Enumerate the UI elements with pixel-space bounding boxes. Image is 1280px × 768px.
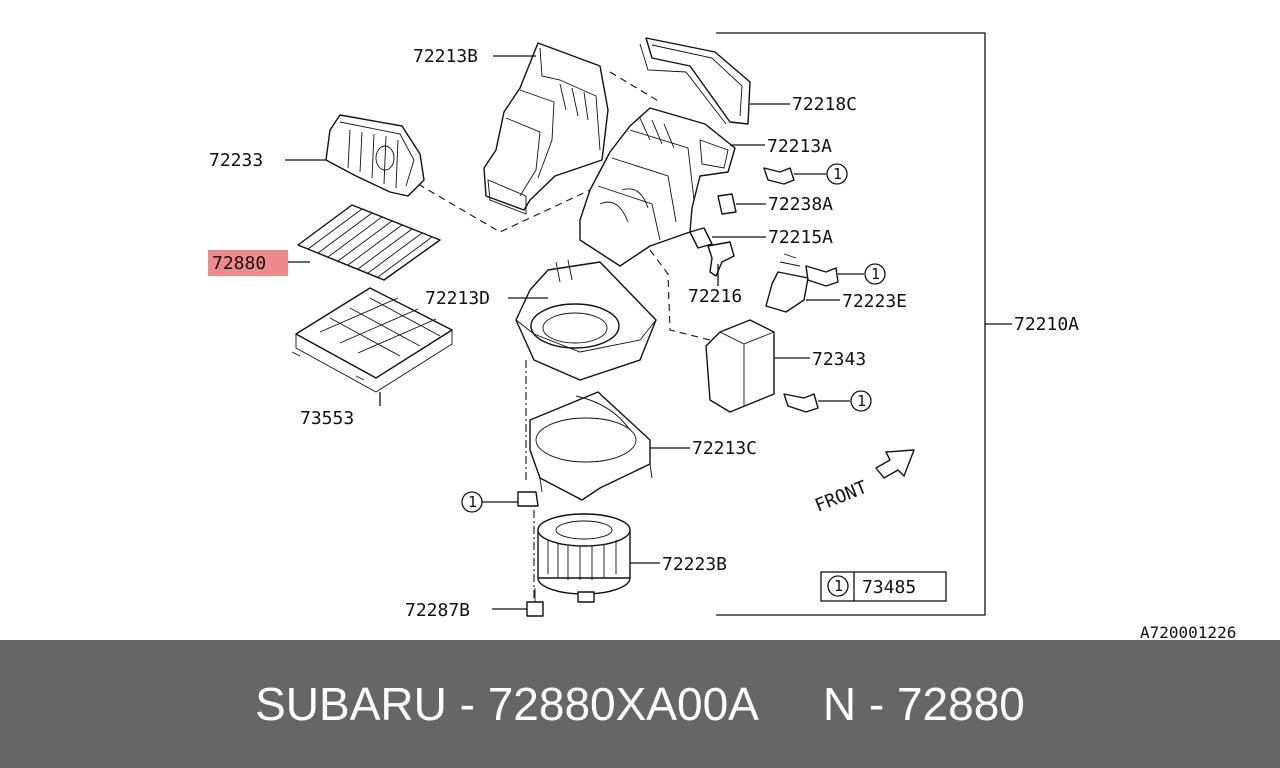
part-73553-tray: [291, 287, 453, 393]
label-72238A: 72238A: [768, 194, 833, 215]
assembly-line-upper: [609, 71, 661, 103]
centre-line-blower: [525, 360, 535, 600]
ref-circle-1-left: 1: [468, 493, 477, 511]
assembly-line-regulator: [649, 249, 711, 341]
label-73553: 73553: [300, 408, 354, 429]
ref-circle-1-lower: 1: [857, 392, 866, 410]
screw-upper: [763, 163, 848, 185]
part-72287b-bolt: [526, 588, 544, 617]
label-72213D: 72213D: [425, 288, 490, 309]
legend-symbol: 1: [834, 577, 843, 595]
label-72223E: 72223E: [842, 291, 907, 312]
part-72238a-clip: [717, 193, 737, 215]
exploded-parts-diagram: 72213B 72218C 72213A 72233 72238A 72215A…: [208, 32, 1236, 640]
label-72223B: 72223B: [662, 554, 727, 575]
label-72216: 72216: [688, 286, 742, 307]
part-72215a-sensor: [689, 227, 713, 249]
front-label: FRONT: [812, 477, 870, 517]
part-72223b-motor: [537, 513, 631, 603]
highlight-72880: [208, 250, 288, 276]
footer-part-number: SUBARU - 72880XA00A: [255, 678, 759, 730]
label-72343: 72343: [812, 349, 866, 370]
part-72218c-gasket: [639, 37, 751, 125]
screw-middle: [805, 263, 886, 287]
label-72213A: 72213A: [767, 136, 832, 157]
part-number-footer: SUBARU - 72880XA00A N - 72880: [0, 640, 1280, 768]
part-72223e-resistor: [765, 253, 809, 313]
part-72213d-case: [515, 259, 657, 381]
label-72210A: 72210A: [1014, 314, 1079, 335]
part-72880-filter: [297, 204, 441, 281]
drawing-id: A720001226: [1140, 623, 1236, 640]
ref-circle-1-middle: 1: [871, 265, 880, 283]
part-72213a-case: [579, 107, 736, 267]
footer-reference: N - 72880: [822, 678, 1025, 730]
legend-part-number: 73485: [862, 577, 916, 598]
part-72343-module: [705, 319, 775, 413]
label-72218C: 72218C: [792, 94, 857, 115]
label-72215A: 72215A: [768, 227, 833, 248]
label-72287B: 72287B: [405, 600, 470, 621]
part-72216-sensor: [707, 241, 735, 277]
assembly-line-filter: [417, 183, 591, 233]
screw-lower: [783, 390, 872, 413]
label-72213C: 72213C: [692, 438, 757, 459]
part-72213c-case: [529, 391, 653, 501]
label-72213B: 72213B: [413, 46, 478, 67]
fastener-legend: [820, 571, 947, 602]
front-arrow-icon: [875, 449, 915, 479]
label-72233: 72233: [209, 150, 263, 171]
part-72213b-duct: [483, 42, 609, 215]
screw-left: [461, 491, 539, 513]
ref-circle-1-upper: 1: [833, 165, 842, 183]
label-72880: 72880: [212, 253, 266, 274]
part-72233-intake: [325, 114, 425, 197]
